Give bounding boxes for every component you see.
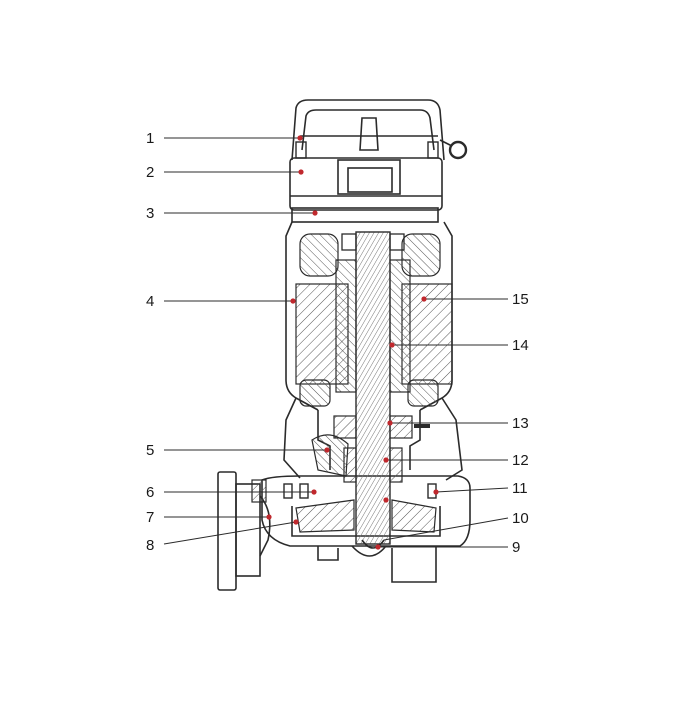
callout-3: 3 [146,205,154,222]
bolts [283,141,439,499]
callout-13: 13 [512,415,529,432]
winding-bottom-right [407,379,439,407]
callout-4: 4 [146,293,154,310]
winding-bottom-left [299,379,331,407]
winding-top-left [299,233,339,277]
callout-9: 9 [512,539,520,556]
leader-lines [163,137,509,548]
callout-15: 15 [512,291,529,308]
callout-2: 2 [146,164,154,181]
callout-14: 14 [512,337,529,354]
impeller-nut [361,539,385,549]
oil-chamber [311,434,349,477]
callout-1: 1 [146,130,154,147]
winding-top-right [401,233,441,277]
callout-labels: 1 2 3 4 5 6 7 8 9 10 11 12 13 14 15 [146,130,529,556]
upper-bearing [341,233,405,251]
flange-gasket [251,479,267,503]
oil-plug [414,424,430,428]
shaft [355,231,391,545]
callout-8: 8 [146,537,154,554]
callout-7: 7 [146,509,154,526]
rotor [335,259,411,393]
callout-5: 5 [146,442,154,459]
callout-10: 10 [512,510,529,527]
callout-11: 11 [512,480,528,497]
lower-bearing [333,415,413,439]
part-markers [266,135,439,550]
callout-12: 12 [512,452,529,469]
callout-6: 6 [146,484,154,501]
impeller [295,499,437,533]
